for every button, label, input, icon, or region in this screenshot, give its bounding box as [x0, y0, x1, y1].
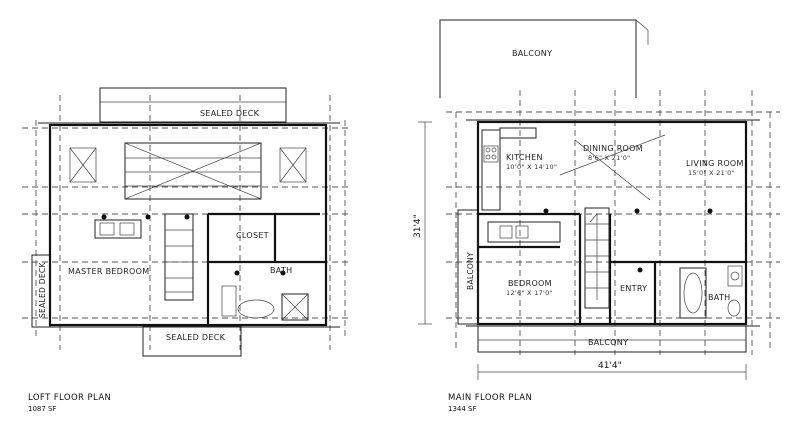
loft-label-sealed-deck-top: SEALED DECK — [200, 109, 260, 118]
main-balcony-top — [439, 19, 637, 98]
loft-bath-walls — [206, 212, 326, 325]
main-label-kitchen: KITCHEN — [506, 153, 543, 162]
loft-label-sealed-deck-left: SEALED DECK — [38, 262, 47, 318]
main-dimension-width: 41'4" — [598, 361, 622, 371]
main-dimension-lines — [418, 121, 747, 380]
main-label-balcony-left: BALCONY — [466, 252, 475, 290]
main-label-kitchen-dim: 10'0" X 14'10" — [506, 163, 557, 171]
main-label-dining-dim: 8'6" X 21'0" — [588, 154, 630, 162]
loft-tub — [237, 299, 275, 319]
loft-label-bath: BATH — [270, 266, 292, 275]
main-plan-area: 1344 SF — [448, 405, 477, 413]
main-label-entry: ENTRY — [620, 284, 647, 293]
main-label-living-dim: 15'0" X 21'0" — [688, 169, 735, 177]
loft-shower — [281, 293, 309, 321]
main-bath-fixtures — [679, 265, 743, 319]
main-balcony-bottom — [477, 325, 747, 353]
loft-deck-top — [99, 87, 287, 123]
loft-counter — [94, 219, 142, 239]
loft-outer-wall — [48, 123, 328, 327]
loft-label-closet: CLOSET — [236, 231, 269, 240]
loft-label-sealed-deck-bottom: SEALED DECK — [166, 333, 226, 342]
main-dimension-height: 31'4" — [413, 214, 423, 238]
loft-plan-title: LOFT FLOOR PLAN — [28, 393, 111, 403]
main-dashed-lines — [446, 90, 780, 355]
loft-skylight — [69, 147, 307, 183]
loft-stair — [164, 213, 194, 301]
main-label-living: LIVING ROOM — [686, 159, 744, 168]
main-floor-plan: 31'4" 41'4" BALCONY KITCHEN 10'0" X 14'1… — [413, 19, 780, 413]
main-stair — [584, 207, 610, 309]
main-label-balcony-bottom: BALCONY — [588, 338, 628, 347]
main-label-dining: DINING ROOM — [583, 144, 643, 153]
main-plan-title: MAIN FLOOR PLAN — [448, 393, 532, 403]
main-label-bedroom-dim: 12'6" X 17'0" — [506, 289, 553, 297]
loft-dashed-lines — [22, 95, 352, 350]
main-dining-area — [559, 134, 666, 201]
main-posts — [543, 208, 713, 273]
loft-open-to-below — [124, 142, 262, 200]
loft-label-master-bedroom: MASTER BEDROOM — [68, 267, 149, 276]
main-balcony-left — [457, 209, 479, 325]
loft-floor-plan: SEALED DECK MASTER BEDROOM CLOSET BATH S… — [22, 87, 352, 413]
main-label-balcony-top: BALCONY — [512, 49, 552, 58]
main-label-bath: BATH — [708, 293, 730, 302]
main-interior-walls — [478, 212, 746, 324]
loft-posts — [101, 214, 286, 276]
loft-vanity — [221, 285, 237, 317]
main-kitchen-fixtures — [481, 127, 561, 243]
main-label-bedroom: BEDROOM — [508, 279, 552, 288]
loft-plan-area: 1087 SF — [28, 405, 57, 413]
